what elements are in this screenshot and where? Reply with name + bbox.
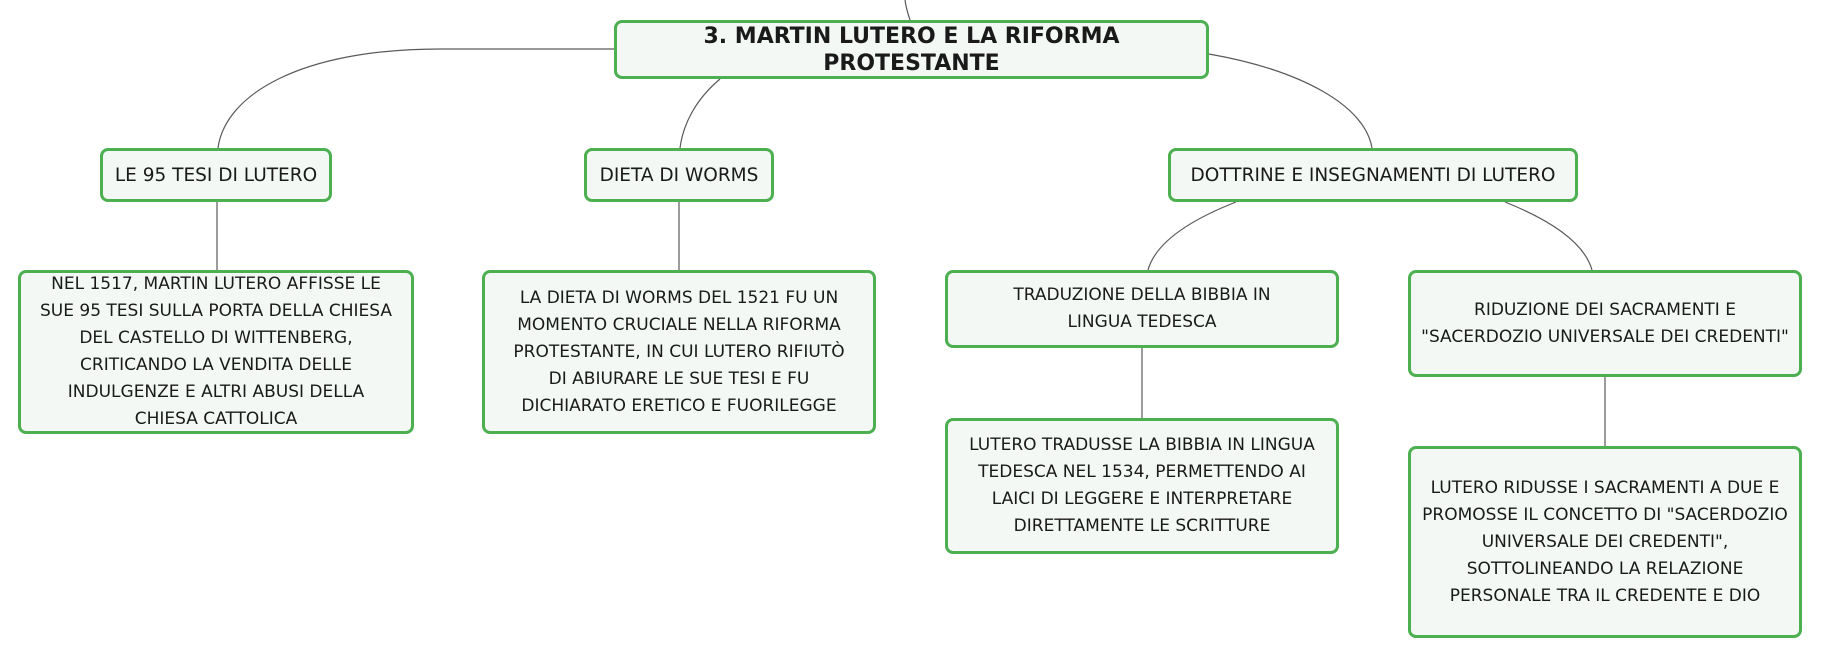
subbranch-title-traduzione: TRADUZIONE DELLA BIBBIA IN LINGUA TEDESC… — [1013, 285, 1271, 332]
detail-node-traduzione[interactable]: LUTERO TRADUSSE LA BIBBIA IN LINGUA TEDE… — [945, 418, 1339, 554]
connector-root-to-dottrine — [1208, 53, 1373, 149]
branch-node-dottrine[interactable]: DOTTRINE E INSEGNAMENTI DI LUTERO — [1168, 148, 1578, 202]
root-node[interactable]: 3. MARTIN LUTERO E LA RIFORMA PROTESTANT… — [614, 20, 1209, 79]
detail-node-worms[interactable]: LA DIETA DI WORMS DEL 1521 FU UN MOMENTO… — [482, 270, 876, 434]
detail-node-tesi[interactable]: NEL 1517, MARTIN LUTERO AFFISSE LE SUE 9… — [18, 270, 414, 434]
detail-node-sacramenti[interactable]: LUTERO RIDUSSE I SACRAMENTI A DUE E PROM… — [1408, 446, 1802, 638]
connector-root-to-worms — [679, 78, 721, 149]
detail-text-tesi: NEL 1517, MARTIN LUTERO AFFISSE LE SUE 9… — [40, 274, 392, 429]
subbranch-node-traduzione[interactable]: TRADUZIONE DELLA BIBBIA IN LINGUA TEDESC… — [945, 270, 1339, 348]
detail-text-traduzione: LUTERO TRADUSSE LA BIBBIA IN LINGUA TEDE… — [969, 435, 1315, 536]
subbranch-node-sacramenti[interactable]: RIDUZIONE DEI SACRAMENTI E "SACERDOZIO U… — [1408, 270, 1802, 377]
detail-text-worms: LA DIETA DI WORMS DEL 1521 FU UN MOMENTO… — [513, 287, 845, 416]
branch-title-dottrine: DOTTRINE E INSEGNAMENTI DI LUTERO — [1190, 164, 1556, 186]
branch-title-worms: DIETA DI WORMS — [599, 164, 759, 186]
connector-dottrine-to-traduzione — [1147, 201, 1237, 271]
branch-node-worms[interactable]: DIETA DI WORMS — [584, 148, 774, 202]
branch-node-tesi[interactable]: LE 95 TESI DI LUTERO — [100, 148, 332, 202]
connector-parent-to-root — [904, 0, 911, 21]
branch-title-tesi: LE 95 TESI DI LUTERO — [114, 164, 318, 186]
root-title: 3. MARTIN LUTERO E LA RIFORMA PROTESTANT… — [703, 23, 1120, 76]
subbranch-title-sacramenti: RIDUZIONE DEI SACRAMENTI E "SACERDOZIO U… — [1421, 299, 1789, 347]
detail-text-sacramenti: LUTERO RIDUSSE I SACRAMENTI A DUE E PROM… — [1422, 477, 1788, 606]
connector-dottrine-to-sacramenti — [1504, 201, 1593, 271]
connector-root-to-tesi — [217, 48, 614, 149]
